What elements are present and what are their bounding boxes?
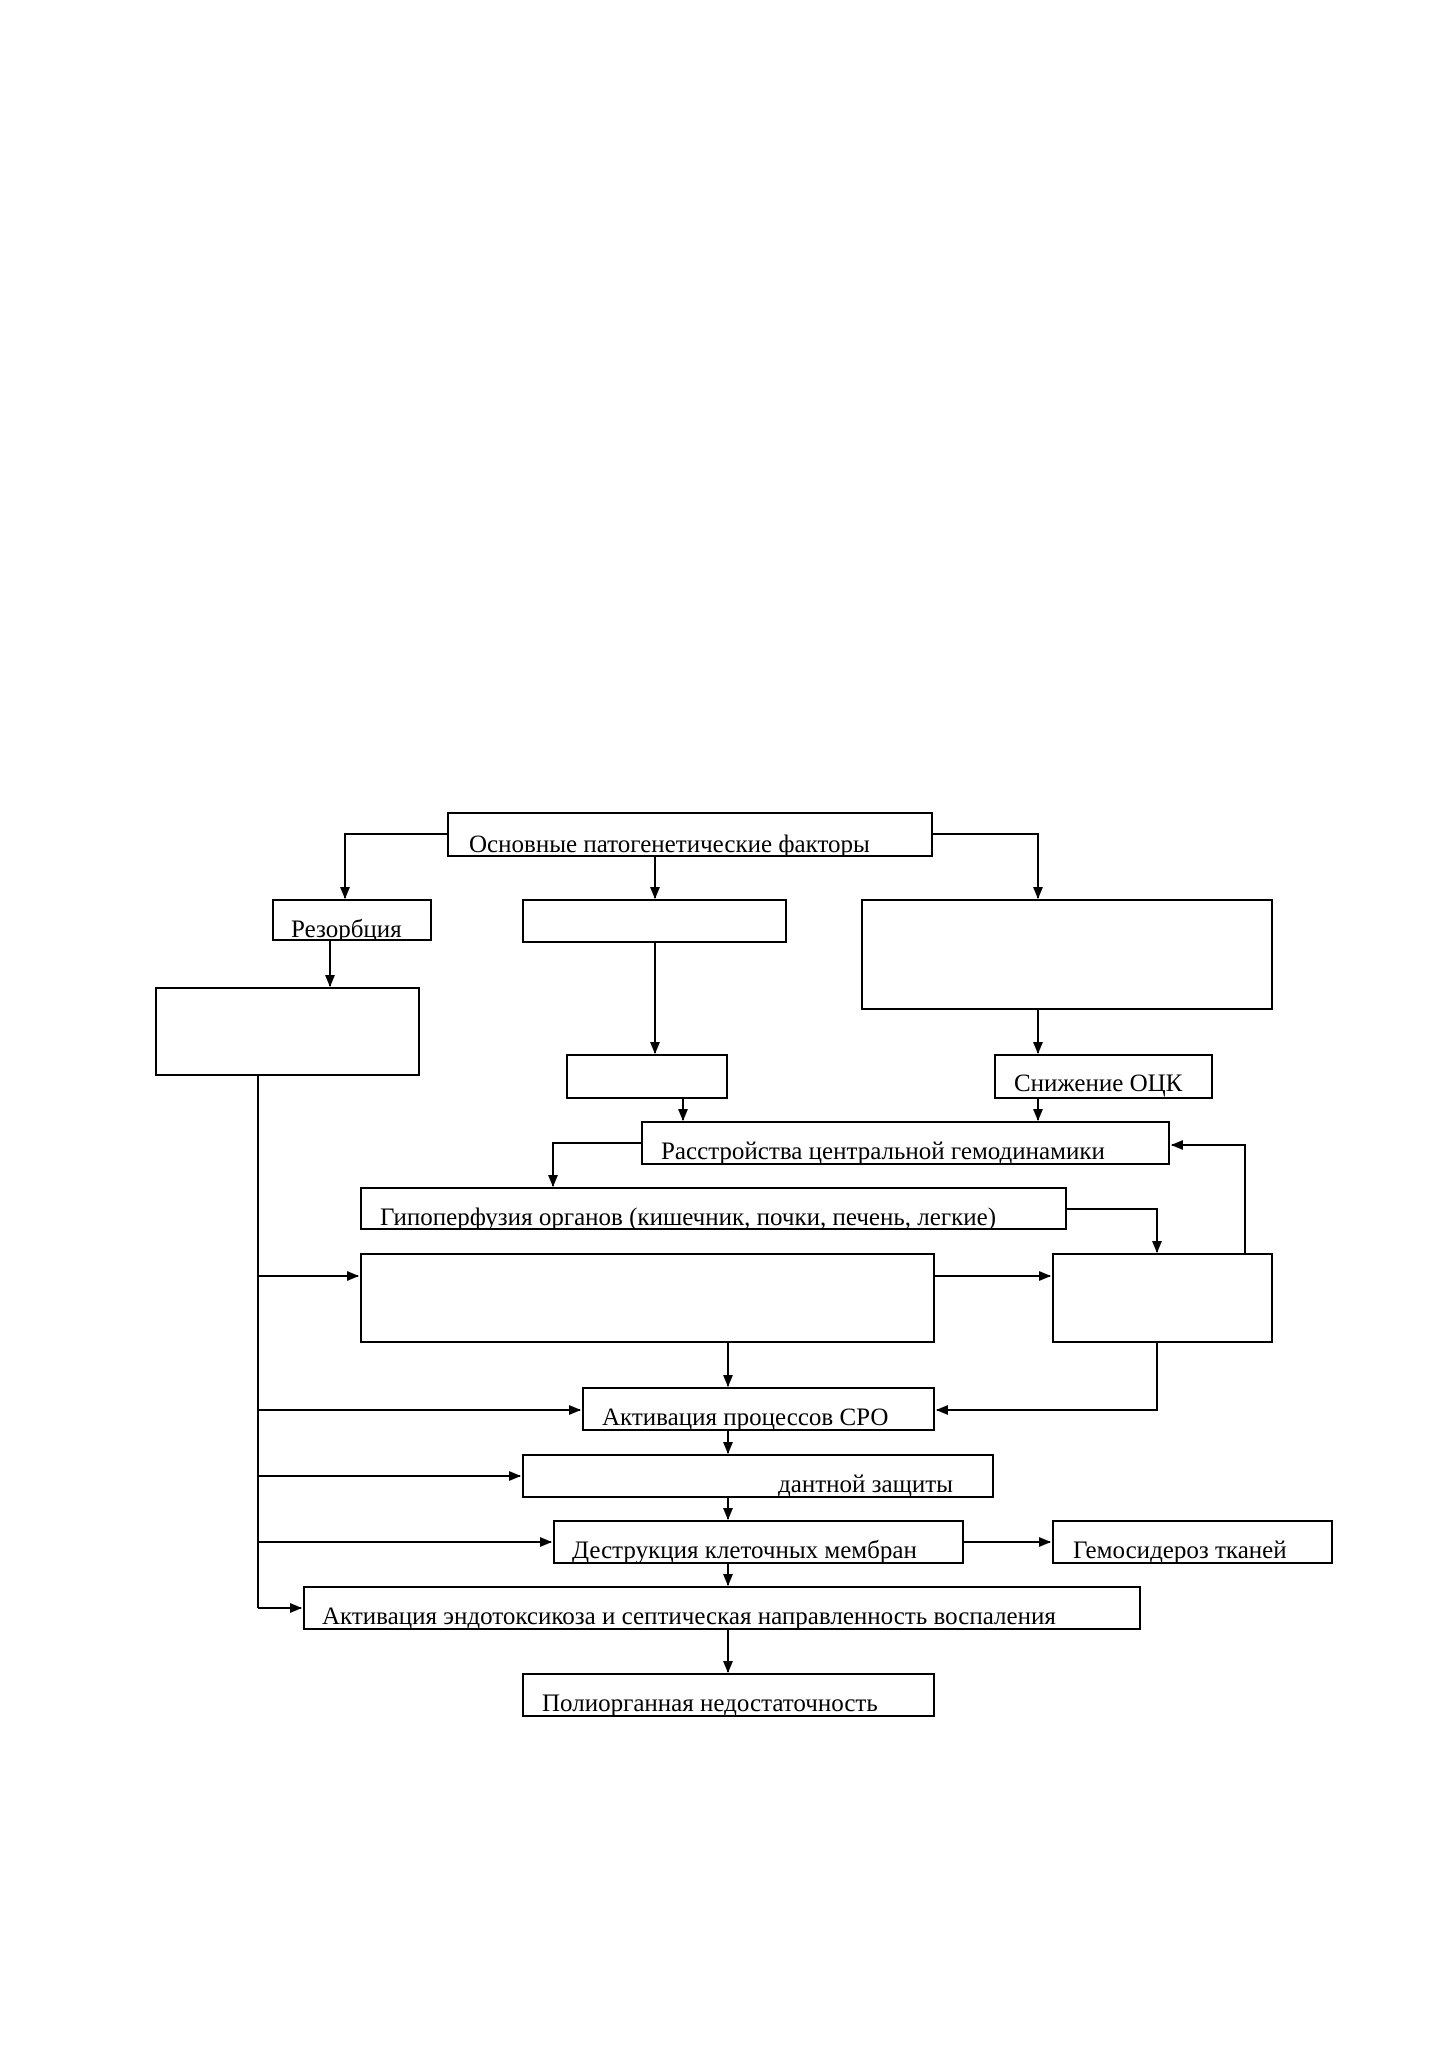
arrow-main-to-resorption bbox=[340, 833, 447, 899]
hypoperfusion-label: Гипоперфузия органов (кишечник, почки, п… bbox=[380, 1204, 997, 1230]
main-factors-label: Основные патогенетические факторы bbox=[469, 831, 870, 857]
membrane-destruction-box: Деструкция клеточных мембран bbox=[553, 1520, 964, 1564]
arrow-hemodynamics-to-hypoperfusion bbox=[548, 1142, 641, 1187]
multiple-organ-failure-label: Полиорганная недостаточность bbox=[542, 1690, 878, 1717]
resorption-box: Резорбция bbox=[272, 899, 432, 941]
lpo-activation-box: Активация процессов СРО bbox=[582, 1387, 935, 1431]
antioxidant-box: дантной защиты bbox=[522, 1454, 994, 1498]
lpo-activation-label: Активация процессов СРО bbox=[602, 1404, 889, 1431]
central-hemodynamics-box: Расстройства центральной гемодинамики bbox=[641, 1121, 1170, 1165]
arrow-main-to-right bbox=[933, 833, 1043, 899]
membrane-destruction-label: Деструкция клеточных мембран bbox=[572, 1537, 917, 1564]
bcc-reduction-box: Снижение ОЦК bbox=[994, 1054, 1213, 1099]
left-empty-box bbox=[155, 987, 420, 1076]
central-hemodynamics-label: Расстройства центральной гемодинамики bbox=[661, 1138, 1105, 1165]
arrow-right-mid-to-lpo bbox=[936, 1343, 1158, 1415]
antioxidant-partial-label: дантной защиты bbox=[778, 1471, 953, 1498]
endotoxicosis-box: Активация эндотоксикоза и септическая на… bbox=[303, 1586, 1141, 1630]
hemosiderosis-label: Гемосидероз тканей bbox=[1073, 1537, 1287, 1564]
small-empty-box bbox=[566, 1054, 728, 1099]
bcc-reduction-label: Снижение ОЦК bbox=[1014, 1070, 1183, 1097]
endotoxicosis-label: Активация эндотоксикоза и септическая на… bbox=[322, 1603, 1056, 1630]
middle-empty-box bbox=[522, 899, 787, 943]
resorption-label: Резорбция bbox=[291, 916, 402, 941]
arrow-right-mid-to-hemodynamics bbox=[1171, 1140, 1246, 1254]
arrow-hypoperfusion-to-right-mid bbox=[1067, 1208, 1162, 1253]
hypoperfusion-box: Гипоперфузия органов (кишечник, почки, п… bbox=[360, 1187, 1067, 1230]
right-empty-box bbox=[861, 899, 1273, 1010]
right-mid-empty-box bbox=[1052, 1253, 1273, 1343]
hemosiderosis-box: Гемосидероз тканей bbox=[1052, 1520, 1333, 1564]
big-empty-box bbox=[360, 1253, 935, 1343]
multiple-organ-failure-box: Полиорганная недостаточность bbox=[522, 1673, 935, 1717]
main-factors-box: Основные патогенетические факторы bbox=[447, 812, 933, 857]
